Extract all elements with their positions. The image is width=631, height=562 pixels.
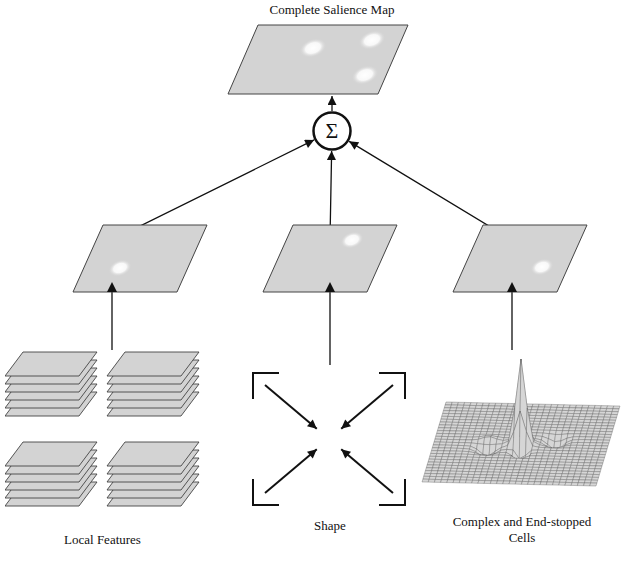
local-features: Local Features (5, 350, 200, 548)
cell-surface: Complex and End-stopped Cells (415, 350, 629, 546)
shape-corners (240, 365, 420, 510)
feature-map (73, 225, 207, 292)
shape-map (263, 225, 397, 292)
node-label: Σ (312, 111, 352, 151)
map-plane (200, 24, 464, 96)
node-label: Complex and End-stopped Cells (452, 514, 592, 546)
node-label: Shape (240, 518, 420, 534)
shape-figure: Shape (240, 365, 420, 534)
salience-map: Complete Salience Map (200, 2, 464, 96)
feature-stacks (5, 350, 200, 530)
sum-circle: Σ (312, 111, 352, 151)
node-label: Complete Salience Map (200, 2, 464, 18)
cell-map (453, 225, 587, 292)
cell-surface-mesh (415, 350, 629, 512)
node-label: Local Features (5, 532, 200, 548)
connector-arrow (331, 96, 332, 111)
